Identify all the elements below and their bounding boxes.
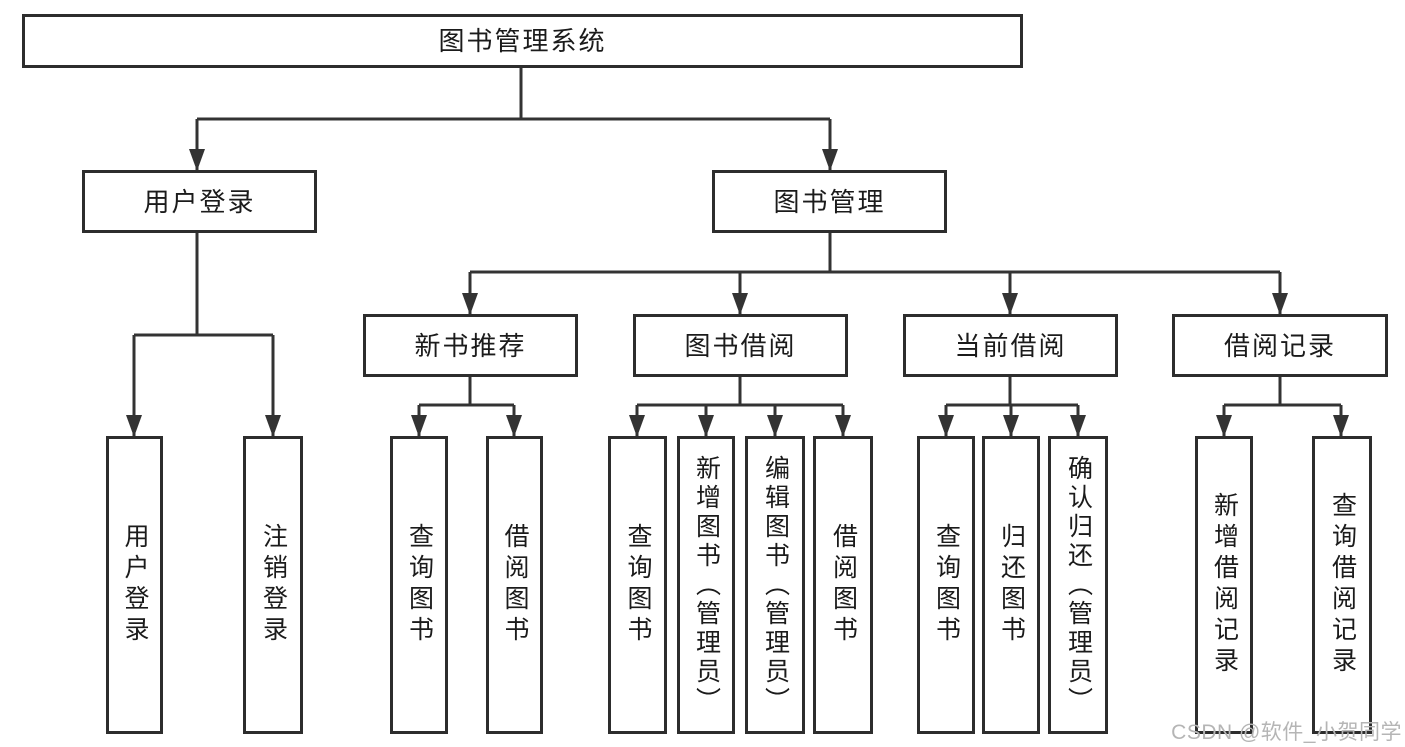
leaf-borrow-books-recommend: 借阅图书 [486, 436, 543, 734]
leaf-query-books-current: 查询图书 [917, 436, 975, 734]
leaf-query-books-borrow: 查询图书 [608, 436, 667, 734]
leaf-return-books: 归还图书 [982, 436, 1040, 734]
node-library-management-system: 图书管理系统 [22, 14, 1023, 68]
leaf-borrow-books: 借阅图书 [813, 436, 873, 734]
node-current-borrow: 当前借阅 [903, 314, 1118, 377]
node-book-management-label: 图书管理 [773, 186, 886, 217]
leaf-user-login: 用户登录 [106, 436, 163, 734]
leaf-query-books-recommend: 查询图书 [390, 436, 448, 734]
leaf-add-books-admin: 新增图书（管理员） [677, 436, 735, 734]
leaf-query-books-current-label: 查询图书 [932, 523, 961, 647]
leaf-user-login-label: 用户登录 [121, 523, 149, 647]
leaf-borrow-books-label: 借阅图书 [829, 523, 858, 647]
node-borrow-records: 借阅记录 [1172, 314, 1388, 377]
leaf-add-books-admin-label: 新增图书（管理员） [692, 454, 721, 716]
leaf-query-borrow-record-label: 查询借阅记录 [1328, 492, 1357, 678]
leaf-return-books-label: 归还图书 [997, 523, 1026, 647]
csdn-watermark: CSDN @软件_小贺同学 [1171, 721, 1402, 744]
node-new-book-recommend-label: 新书推荐 [414, 330, 527, 361]
leaf-logout-label: 注销登录 [259, 523, 288, 647]
node-book-borrow: 图书借阅 [633, 314, 848, 377]
node-new-book-recommend: 新书推荐 [363, 314, 578, 377]
leaf-query-books-recommend-label: 查询图书 [405, 523, 434, 647]
leaf-confirm-return-admin-label: 确认归还（管理员） [1064, 454, 1093, 716]
leaf-add-borrow-record-label: 新增借阅记录 [1210, 492, 1239, 678]
leaf-confirm-return-admin: 确认归还（管理员） [1048, 436, 1108, 734]
leaf-logout: 注销登录 [243, 436, 303, 734]
leaf-add-borrow-record: 新增借阅记录 [1195, 436, 1253, 734]
node-borrow-records-label: 借阅记录 [1223, 330, 1336, 361]
node-book-borrow-label: 图书借阅 [684, 330, 797, 361]
node-book-management: 图书管理 [712, 170, 947, 233]
leaf-edit-books-admin-label: 编辑图书（管理员） [761, 454, 790, 716]
leaf-query-books-borrow-label: 查询图书 [624, 523, 652, 647]
leaf-borrow-books-recommend-label: 借阅图书 [501, 523, 529, 647]
node-library-management-system-label: 图书管理系统 [438, 26, 607, 56]
leaf-edit-books-admin: 编辑图书（管理员） [745, 436, 805, 734]
node-user-login-label: 用户登录 [143, 186, 256, 217]
node-current-borrow-label: 当前借阅 [954, 330, 1067, 361]
node-user-login: 用户登录 [82, 170, 317, 233]
leaf-query-borrow-record: 查询借阅记录 [1312, 436, 1372, 734]
